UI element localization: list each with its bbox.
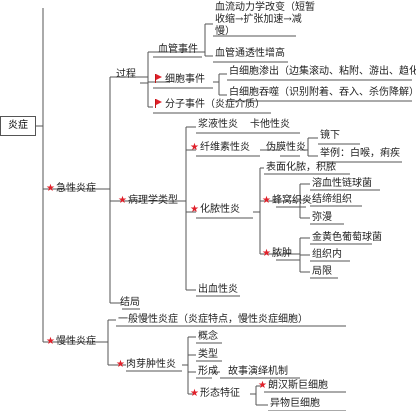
label-cellulitis: 蜂窝织炎 xyxy=(271,195,312,206)
node-strepto: 溶血性链球菌 xyxy=(312,178,372,189)
node-loose-tissue: 结缔组织 xyxy=(312,194,352,205)
connector-granul xyxy=(182,336,196,395)
node-surface-pus: 表面化脓，积脓 xyxy=(266,162,336,173)
star-icon: ★ xyxy=(258,380,267,391)
node-cellulitis: ★蜂窝织炎 xyxy=(262,195,312,207)
node-serous: 浆液性炎 xyxy=(198,119,238,130)
connector-cell2 xyxy=(276,183,310,219)
node-abscess: ★脓肿 xyxy=(262,248,292,260)
node-morphology: ★形态特征 xyxy=(190,388,240,400)
node-suppurative: ★化脓性炎 xyxy=(190,204,240,216)
label-fibrinous: 纤维素性炎 xyxy=(199,142,250,153)
node-pseudomembranous: 伪膜性炎 xyxy=(266,142,306,153)
label-morphology: 形态特征 xyxy=(199,388,240,399)
node-flow-2: 收缩→扩张加速→减 xyxy=(215,14,302,25)
connector-process xyxy=(140,51,202,108)
connector-chronic xyxy=(100,319,126,366)
connector-acute xyxy=(100,76,178,304)
node-underlines xyxy=(116,35,412,411)
star-icon: ★ xyxy=(46,336,55,347)
root-node: 炎症 xyxy=(0,116,36,136)
star-icon: ★ xyxy=(190,204,199,215)
node-chronic: ★慢性炎症 xyxy=(46,336,96,348)
star-icon: ★ xyxy=(190,388,199,399)
node-langhans: ★朗汉斯巨细胞 xyxy=(258,380,328,392)
label-abscess: 脓肿 xyxy=(271,248,292,259)
connector-vascular xyxy=(202,23,213,57)
label-suppurative: 化脓性炎 xyxy=(199,204,240,215)
node-story-mech: 故事演绎机制 xyxy=(228,366,288,377)
star-icon: ★ xyxy=(116,359,125,370)
node-types: 类型 xyxy=(198,349,218,360)
node-localized: 局限 xyxy=(312,266,332,277)
flag-icon xyxy=(155,99,163,108)
connector-abscess xyxy=(276,237,310,273)
node-in-tissue: 组织内 xyxy=(312,249,342,260)
node-cell-event: 细胞事件 xyxy=(155,74,205,86)
label-path-types: 病理学类型 xyxy=(127,195,178,206)
node-hemorrhagic: 出血性炎 xyxy=(198,284,238,295)
node-microscope: 镜下 xyxy=(320,130,340,141)
flag-icon xyxy=(155,74,163,83)
node-flow-3: 慢） xyxy=(215,26,235,37)
node-foreign-body: 异物巨细胞 xyxy=(270,398,320,409)
label-chronic: 慢性炎症 xyxy=(55,336,96,347)
node-flow-1: 血流动力学改变（短暂 xyxy=(215,2,315,13)
node-wbc-exudation: 白细胞渗出（边集滚动、粘附、游出、趋化） xyxy=(229,66,416,77)
node-diffuse: 弥漫 xyxy=(312,212,332,223)
connector-fibrinous xyxy=(260,137,318,157)
star-icon: ★ xyxy=(262,248,271,259)
connector-morph xyxy=(250,385,268,406)
node-fibrinous: ★纤维素性炎 xyxy=(190,142,250,154)
star-icon: ★ xyxy=(46,183,55,194)
label-acute: 急性炎症 xyxy=(55,183,96,194)
node-granulomatous: ★肉芽肿性炎 xyxy=(116,359,176,371)
node-wbc-phago: 白细胞吞噬（识别附着、吞入、杀伤降解） xyxy=(229,87,416,98)
node-vascular: 血管事件 xyxy=(158,44,198,55)
node-acute: ★急性炎症 xyxy=(46,183,96,195)
node-staph: 金黄色葡萄球菌 xyxy=(312,232,382,243)
label-granulomatous: 肉芽肿性炎 xyxy=(125,359,176,370)
node-concept: 概念 xyxy=(198,331,218,342)
label-cell-event: 细胞事件 xyxy=(165,74,205,85)
star-icon: ★ xyxy=(262,195,271,206)
star-icon: ★ xyxy=(190,142,199,153)
node-process: 过程 xyxy=(116,69,136,80)
node-catarrhal: 卡他性炎 xyxy=(250,119,290,130)
label-langhans: 朗汉斯巨细胞 xyxy=(267,380,328,391)
node-formation: 形成 xyxy=(198,366,218,377)
connector-types xyxy=(178,126,196,291)
connector-cell xyxy=(213,73,227,96)
node-permeability: 血管通透性增高 xyxy=(215,48,285,59)
node-example: 举例：白喉，痢疾 xyxy=(320,148,400,159)
node-path-types: ★病理学类型 xyxy=(118,195,178,207)
star-icon: ★ xyxy=(118,195,127,206)
connector-suppur xyxy=(253,167,276,255)
node-mediator: 分子事件（炎症介质） xyxy=(155,99,265,111)
node-outcome: 结局 xyxy=(120,297,140,308)
connector-root xyxy=(35,8,100,343)
label-mediator: 分子事件（炎症介质） xyxy=(165,99,265,110)
node-general-chronic: 一般慢性炎症（炎症特点，慢性炎症细胞） xyxy=(118,314,308,325)
